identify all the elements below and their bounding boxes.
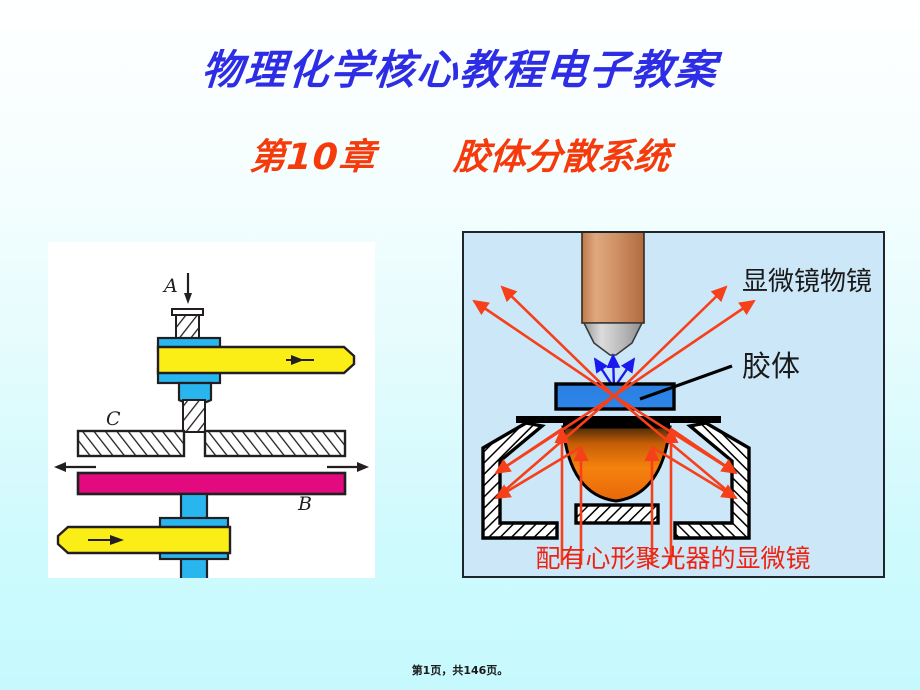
chapter-number: 第10章 — [248, 137, 378, 178]
colloid-label: 胶体 — [742, 349, 800, 383]
plate-c-left — [76, 429, 186, 458]
arrow-right-head — [357, 462, 369, 472]
chapter-subtitle: 第10章 胶体分散系统 — [0, 128, 920, 180]
magenta-plate — [76, 471, 347, 496]
label-a: A — [162, 275, 178, 297]
plate-c-right — [203, 429, 347, 458]
colloid-leader-line — [639, 364, 733, 401]
arrow-a-head — [184, 293, 192, 304]
outgoing-scattered-rays — [472, 285, 756, 398]
upper-yellow-arm — [156, 345, 356, 375]
chapter-topic: 胶体分散系统 — [452, 137, 672, 178]
stage-plate — [516, 416, 721, 423]
microscope-condenser-diagram: 显微镜物镜 胶体 配有心形聚光器的显微镜 — [464, 233, 883, 576]
arrow-left-head — [54, 462, 66, 472]
page-title: 物理化学核心教程电子教案 — [200, 46, 720, 94]
figure-caption: 配有心形聚光器的显微镜 — [535, 544, 810, 573]
label-c: C — [106, 408, 121, 430]
condenser-base-block — [574, 503, 660, 525]
objective-label: 显微镜物镜 — [742, 267, 872, 297]
objective-barrel — [581, 233, 645, 324]
lower-yellow-arm — [56, 525, 232, 555]
right-figure-panel: 显微镜物镜 胶体 配有心形聚光器的显微镜 — [462, 231, 885, 578]
condenser-lens-top-edge — [563, 423, 670, 428]
page-footer: 第1页，共146页。 — [411, 664, 509, 677]
top-cap — [171, 308, 204, 316]
incoming-light-rays — [554, 426, 679, 565]
label-b: B — [297, 493, 312, 515]
mechanical-apparatus-diagram: A C — [48, 242, 375, 578]
condenser-right-wall — [673, 421, 751, 540]
condenser-left-wall — [481, 421, 559, 540]
lower-arm-arrow-head — [110, 535, 124, 545]
condenser-to-sample-rays — [495, 394, 737, 499]
upper-arm-arrow-head — [291, 355, 304, 365]
left-figure-panel: A C — [48, 242, 375, 578]
stem-upper — [182, 399, 206, 433]
